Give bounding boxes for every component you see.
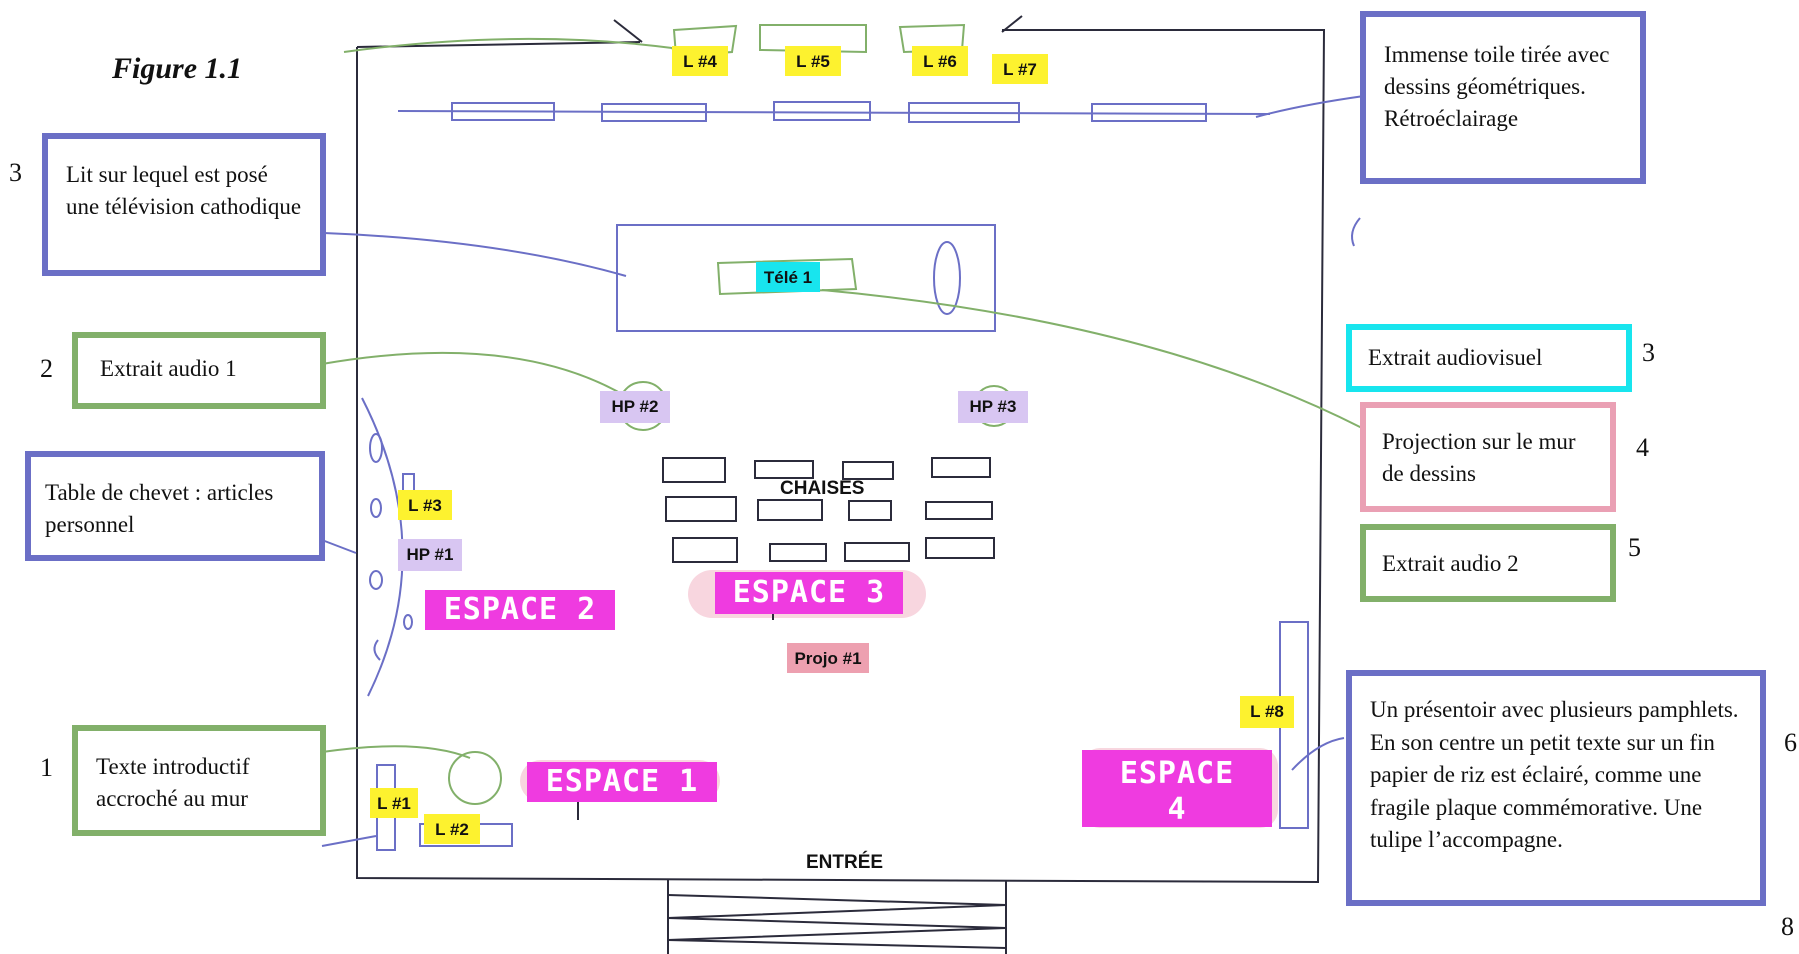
light-l1: L #1 (370, 788, 418, 818)
espace-1: ESPACE 1 (527, 762, 717, 802)
light-l6: L #6 (912, 46, 968, 76)
note-audio2: Extrait audio 2 (1360, 524, 1616, 602)
tv-label: Télé 1 (756, 262, 820, 292)
speaker-hp3: HP #3 (958, 391, 1028, 423)
number-audio2: 5 (1628, 533, 1641, 562)
light-outlines (343, 23, 966, 58)
chairs-label: CHAISES (780, 478, 865, 499)
note-projection: Projection sur le mur de dessins (1360, 402, 1616, 512)
page-number: 8 (1781, 912, 1794, 941)
entrance-arrow-right (1001, 15, 1023, 33)
entrance-arrow-left (613, 19, 643, 43)
note-table: Table de chevet : articles personnel (25, 451, 325, 561)
right-wall-mark (1351, 217, 1361, 247)
intro-text-circle (448, 751, 502, 805)
bed (616, 224, 996, 332)
note-texte: Texte introductif accroché au mur (72, 725, 326, 836)
note-audio1: Extrait audio 1 (72, 332, 326, 409)
number-presentoir: 6 (1784, 728, 1797, 757)
number-lit: 3 (9, 158, 22, 187)
espace-4: ESPACE 4 (1082, 750, 1272, 827)
light-l7: L #7 (992, 54, 1048, 84)
number-projection: 4 (1636, 433, 1649, 462)
note-lit: Lit sur lequel est posé une télévision c… (42, 133, 326, 276)
connector-lines (321, 95, 1365, 771)
light-l2: L #2 (424, 814, 480, 844)
canvas-wall (397, 101, 1271, 123)
entrance-stairs (667, 880, 1007, 954)
entrance-label: ENTRÉE (806, 852, 884, 873)
chairs (662, 457, 995, 563)
note-presentoir: Un présentoir avec plusieurs pamphlets. … (1346, 670, 1766, 906)
figure-title: Figure 1.1 (112, 52, 243, 85)
espace-2: ESPACE 2 (425, 590, 615, 630)
light-l5: L #5 (785, 46, 841, 76)
speaker-hp1: HP #1 (398, 539, 462, 571)
number-audiovisuel: 3 (1642, 338, 1655, 367)
room-outline (356, 29, 1326, 884)
speaker-circles (618, 381, 1015, 431)
projector-label: Projo #1 (787, 643, 869, 673)
light-l8: L #8 (1240, 696, 1294, 728)
number-texte: 1 (40, 753, 53, 782)
espace-3: ESPACE 3 (715, 572, 903, 614)
note-toile: Immense toile tirée avec dessins géométr… (1360, 11, 1646, 184)
light-l3: L #3 (398, 490, 452, 520)
number-audio1: 2 (40, 354, 53, 383)
speaker-hp2: HP #2 (600, 391, 670, 423)
room-outline-top-left (356, 41, 641, 48)
light-l4: L #4 (672, 46, 728, 76)
note-audiovisuel: Extrait audiovisuel (1346, 324, 1632, 392)
